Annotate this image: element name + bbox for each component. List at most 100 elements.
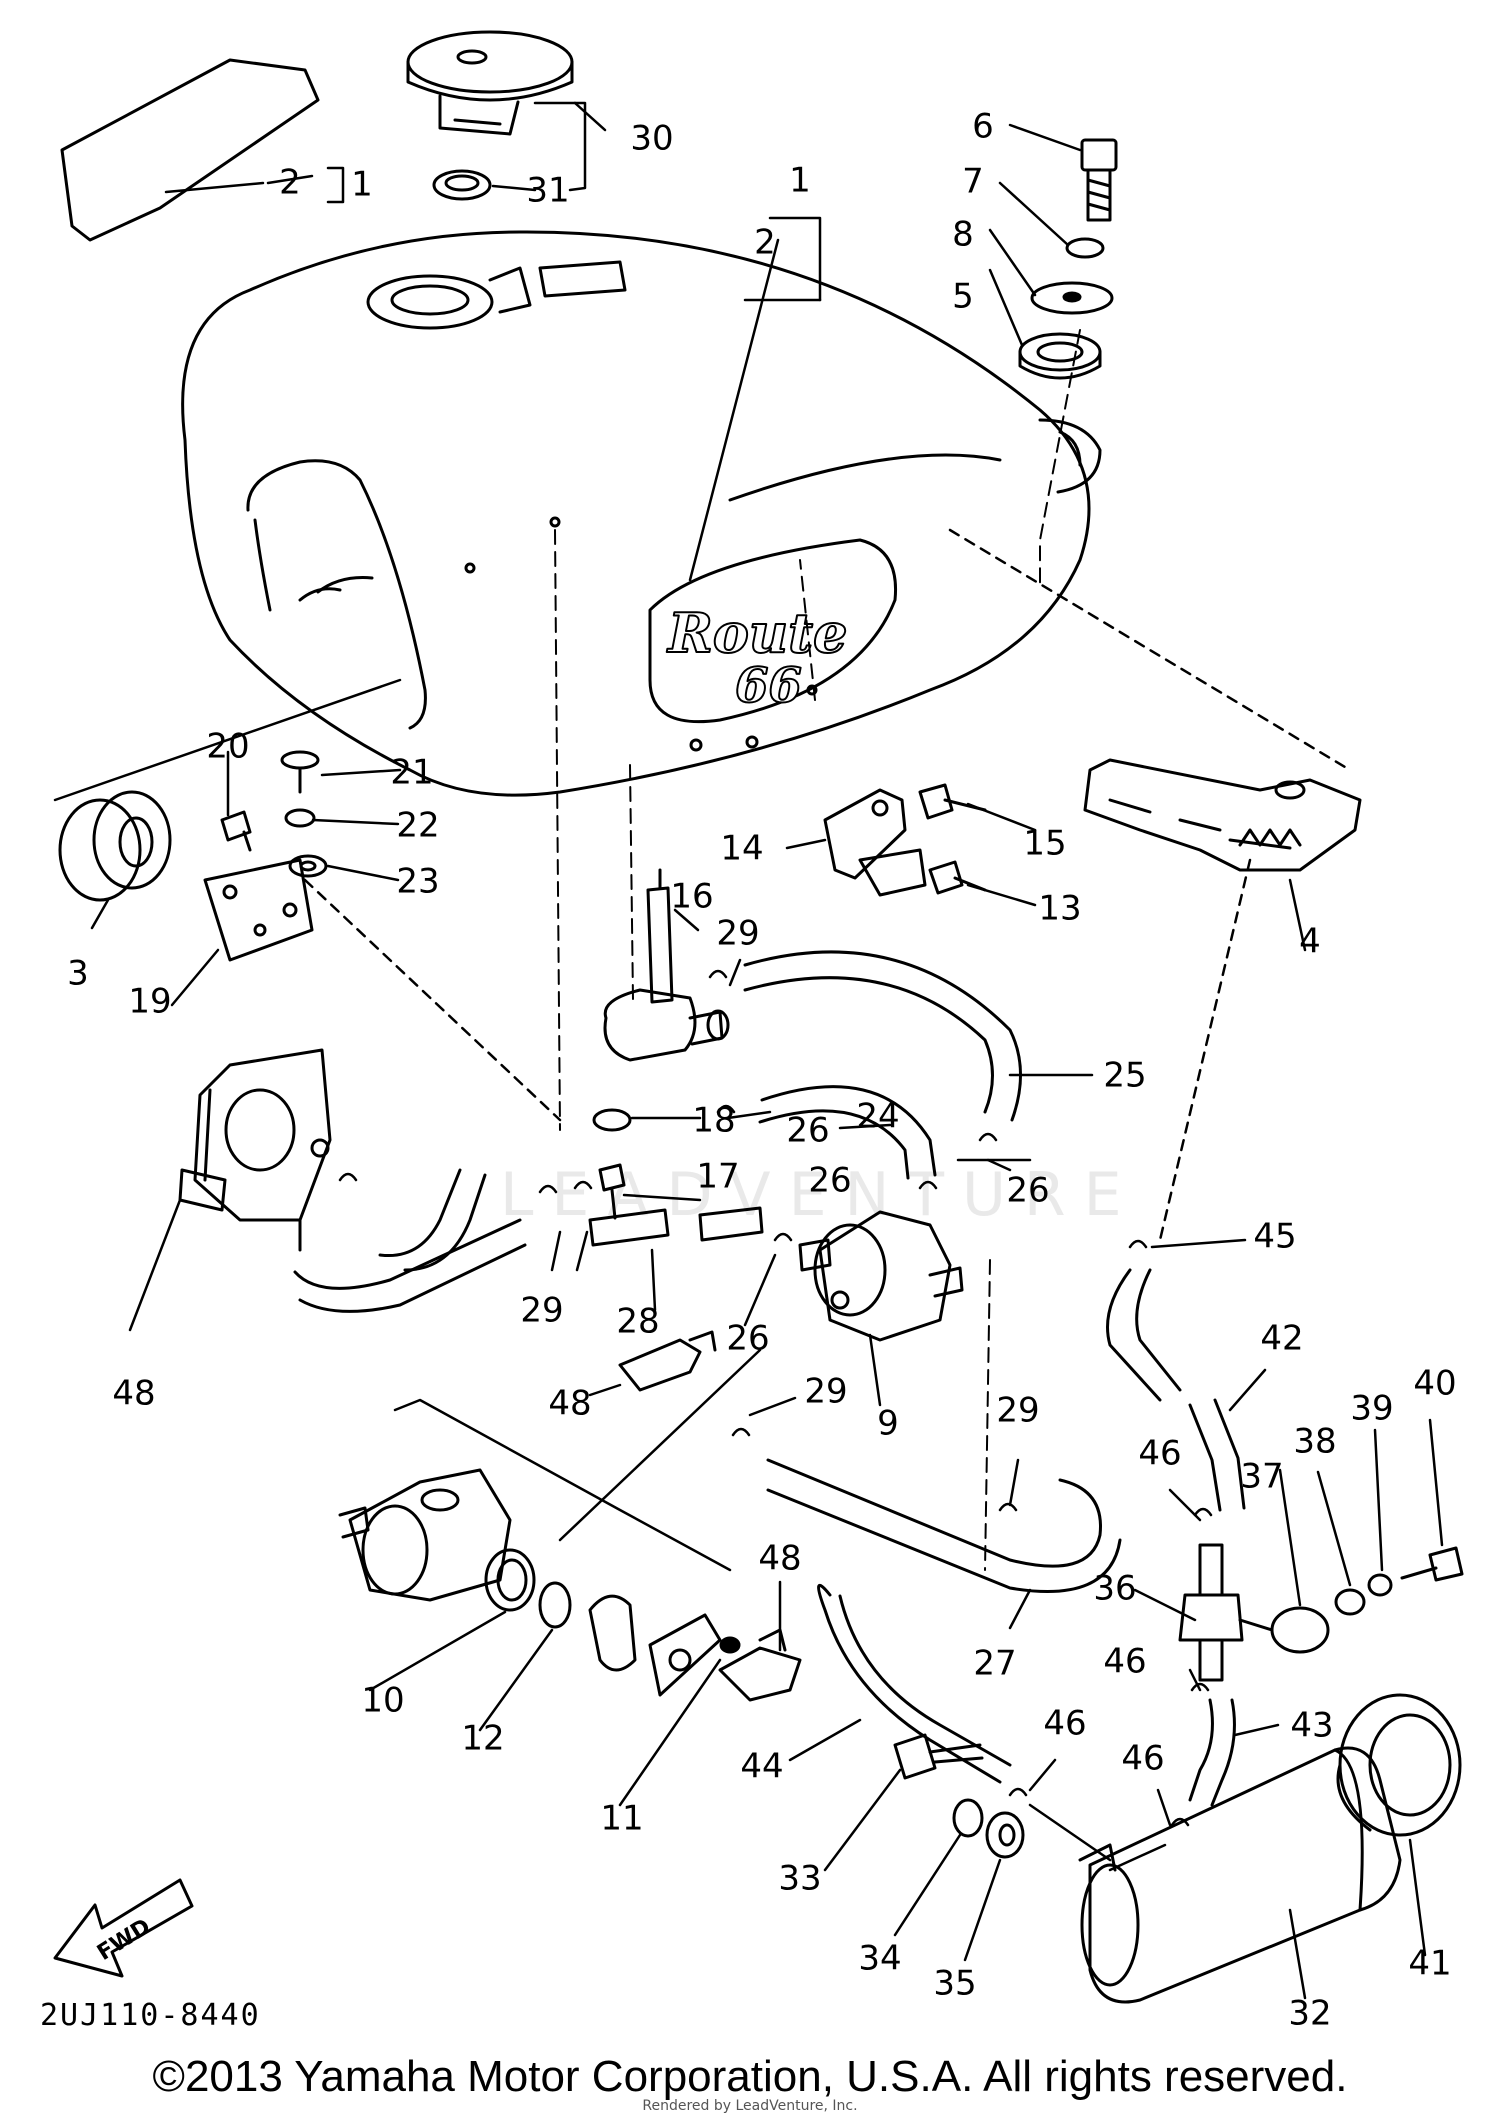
hose-25 [743, 950, 1022, 1122]
callout-17: 17 [696, 1157, 739, 1197]
callout-1-decal: 1 [351, 165, 373, 205]
canister-32-part [1078, 1746, 1402, 2004]
flat-washer-part [1030, 281, 1114, 315]
callout-11: 11 [600, 1799, 643, 1839]
callout-20: 20 [206, 727, 249, 767]
washer-38-part [1334, 1588, 1366, 1616]
callout-19: 19 [128, 982, 171, 1022]
fuel-pump-center-part [798, 1210, 964, 1342]
diaphragm-10-part [484, 1548, 536, 1612]
callout-31: 31 [526, 171, 569, 211]
callout-26-upper: 26 [786, 1111, 829, 1151]
diagram-code: 2UJ110-8440 [40, 1998, 261, 2033]
callout-41: 41 [1408, 1944, 1451, 1984]
fuel-filter-36-part [1178, 1543, 1244, 1682]
callout-9: 9 [877, 1404, 899, 1444]
grommet-35-part [985, 1811, 1025, 1859]
hose-44 [817, 1583, 1012, 1784]
callout-18: 18 [692, 1101, 735, 1141]
tank-emblem-route: Route [666, 601, 847, 665]
callout-28: 28 [616, 1302, 659, 1342]
callout-46-mid: 46 [1103, 1642, 1146, 1682]
callout-42: 42 [1260, 1319, 1303, 1359]
callout-48-lower: 48 [758, 1539, 801, 1579]
clip-markers [338, 969, 1213, 1827]
fuel-tank-part [181, 230, 1102, 797]
hose-left-upper [378, 1168, 487, 1272]
callout-29-right: 29 [996, 1391, 1039, 1431]
rear-bracket-4-part [1083, 758, 1362, 872]
clamp-48-center [618, 1330, 717, 1392]
callout-26-right: 26 [1006, 1171, 1049, 1211]
callout-labels: 30 31 2 1 1 2 6 7 8 5 20 21 22 23 3 19 1… [67, 107, 1456, 2034]
cap-gasket-part [432, 169, 492, 201]
callout-6: 6 [972, 107, 994, 147]
fuel-pump-left-part [178, 1048, 332, 1252]
screw-21-part [280, 750, 320, 794]
callout-22: 22 [396, 806, 439, 846]
callout-48-left: 48 [112, 1374, 155, 1414]
callout-3: 3 [67, 954, 89, 994]
callout-12: 12 [461, 1719, 504, 1759]
callout-14: 14 [720, 829, 763, 869]
callout-30: 30 [630, 119, 673, 159]
callout-46-lower: 46 [1121, 1739, 1164, 1779]
washer-18-part [592, 1108, 632, 1132]
callout-39: 39 [1350, 1389, 1393, 1429]
copyright-notice: ©2013 Yamaha Motor Corporation, U.S.A. A… [152, 2052, 1348, 2101]
callout-46-upper: 46 [1138, 1434, 1181, 1474]
callout-45: 45 [1253, 1217, 1296, 1257]
mount-bolt-part [1080, 138, 1118, 222]
callout-10: 10 [361, 1681, 404, 1721]
callout-48-center: 48 [548, 1384, 591, 1424]
washer-23-part [288, 854, 328, 878]
callout-8: 8 [952, 215, 974, 255]
callout-26-lower: 26 [726, 1319, 769, 1359]
callout-2-tank: 2 [754, 223, 776, 263]
callout-1-tank: 1 [789, 161, 811, 201]
callout-29-upper: 29 [716, 914, 759, 954]
side-decal-part [60, 58, 320, 242]
forward-direction-arrow [53, 1878, 194, 1978]
callout-4: 4 [1299, 922, 1321, 962]
hose-42 [1188, 1398, 1246, 1512]
callout-36: 36 [1093, 1569, 1136, 1609]
callout-46-canister: 46 [1043, 1704, 1086, 1744]
fuel-cap-part [406, 30, 574, 136]
callout-29-left: 29 [520, 1291, 563, 1331]
fitting-37-part [1238, 1606, 1330, 1654]
fuel-cock-part [603, 868, 730, 1062]
callout-38: 38 [1293, 1422, 1336, 1462]
hose-45 [1106, 1268, 1182, 1402]
callout-13: 13 [1038, 889, 1081, 929]
hose-left-lower [293, 1218, 527, 1313]
callout-26-mid: 26 [808, 1161, 851, 1201]
callout-27: 27 [973, 1644, 1016, 1684]
callout-44: 44 [740, 1747, 783, 1787]
rendered-by-credit: Rendered by LeadVenture, Inc. [642, 2098, 858, 2114]
bolt-15-part [918, 783, 987, 820]
leader-lines [53, 101, 1444, 2000]
bolt-33-part [893, 1733, 984, 1780]
lock-washer-part [1065, 237, 1105, 259]
callout-25: 25 [1103, 1056, 1146, 1096]
callout-16: 16 [670, 877, 713, 917]
assembly-lines [554, 329, 1081, 1571]
callout-21: 21 [390, 753, 433, 793]
callout-2-decal: 2 [279, 163, 301, 203]
bracket-19-part [203, 858, 314, 962]
cap-41-part [1336, 1693, 1462, 1837]
washer-39-part [1367, 1573, 1393, 1597]
callout-23: 23 [396, 862, 439, 902]
bolt-20-part [220, 810, 252, 852]
bolt-40-part [1400, 1546, 1464, 1582]
left-damper-part [58, 790, 172, 902]
callout-7: 7 [962, 162, 984, 202]
rubber-damper-part [1018, 332, 1102, 380]
hose-27 [766, 1458, 1122, 1593]
callout-35: 35 [933, 1964, 976, 2004]
callout-33: 33 [778, 1859, 821, 1899]
hose-24 [758, 1085, 937, 1180]
